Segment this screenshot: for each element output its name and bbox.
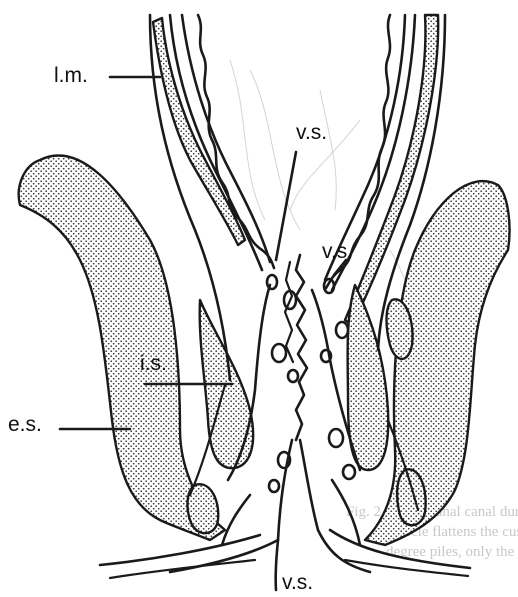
sinus-1 [267, 275, 277, 289]
label-venous-sinus-bottom: v.s. [282, 571, 313, 595]
sinus-9 [343, 465, 355, 479]
sinus-6 [336, 322, 348, 338]
anal-canal-line [296, 255, 307, 440]
leader-vs-top [276, 152, 296, 260]
sinus-8 [329, 429, 343, 447]
label-longitudinal-muscle: l.m. [54, 64, 88, 88]
label-venous-sinus-top: v.s. [296, 121, 327, 145]
label-external-sphincter: e.s. [8, 413, 42, 437]
venous-sinuses [267, 275, 355, 492]
sinus-4 [288, 370, 298, 382]
right-lower-lobe [397, 469, 425, 525]
label-venous-sinus-right: v.s. [322, 240, 353, 264]
sinus-11 [269, 480, 279, 492]
sinus-3 [272, 344, 286, 362]
label-internal-sphincter: i.s. [140, 352, 167, 376]
anal-canal-line-2 [285, 262, 293, 362]
